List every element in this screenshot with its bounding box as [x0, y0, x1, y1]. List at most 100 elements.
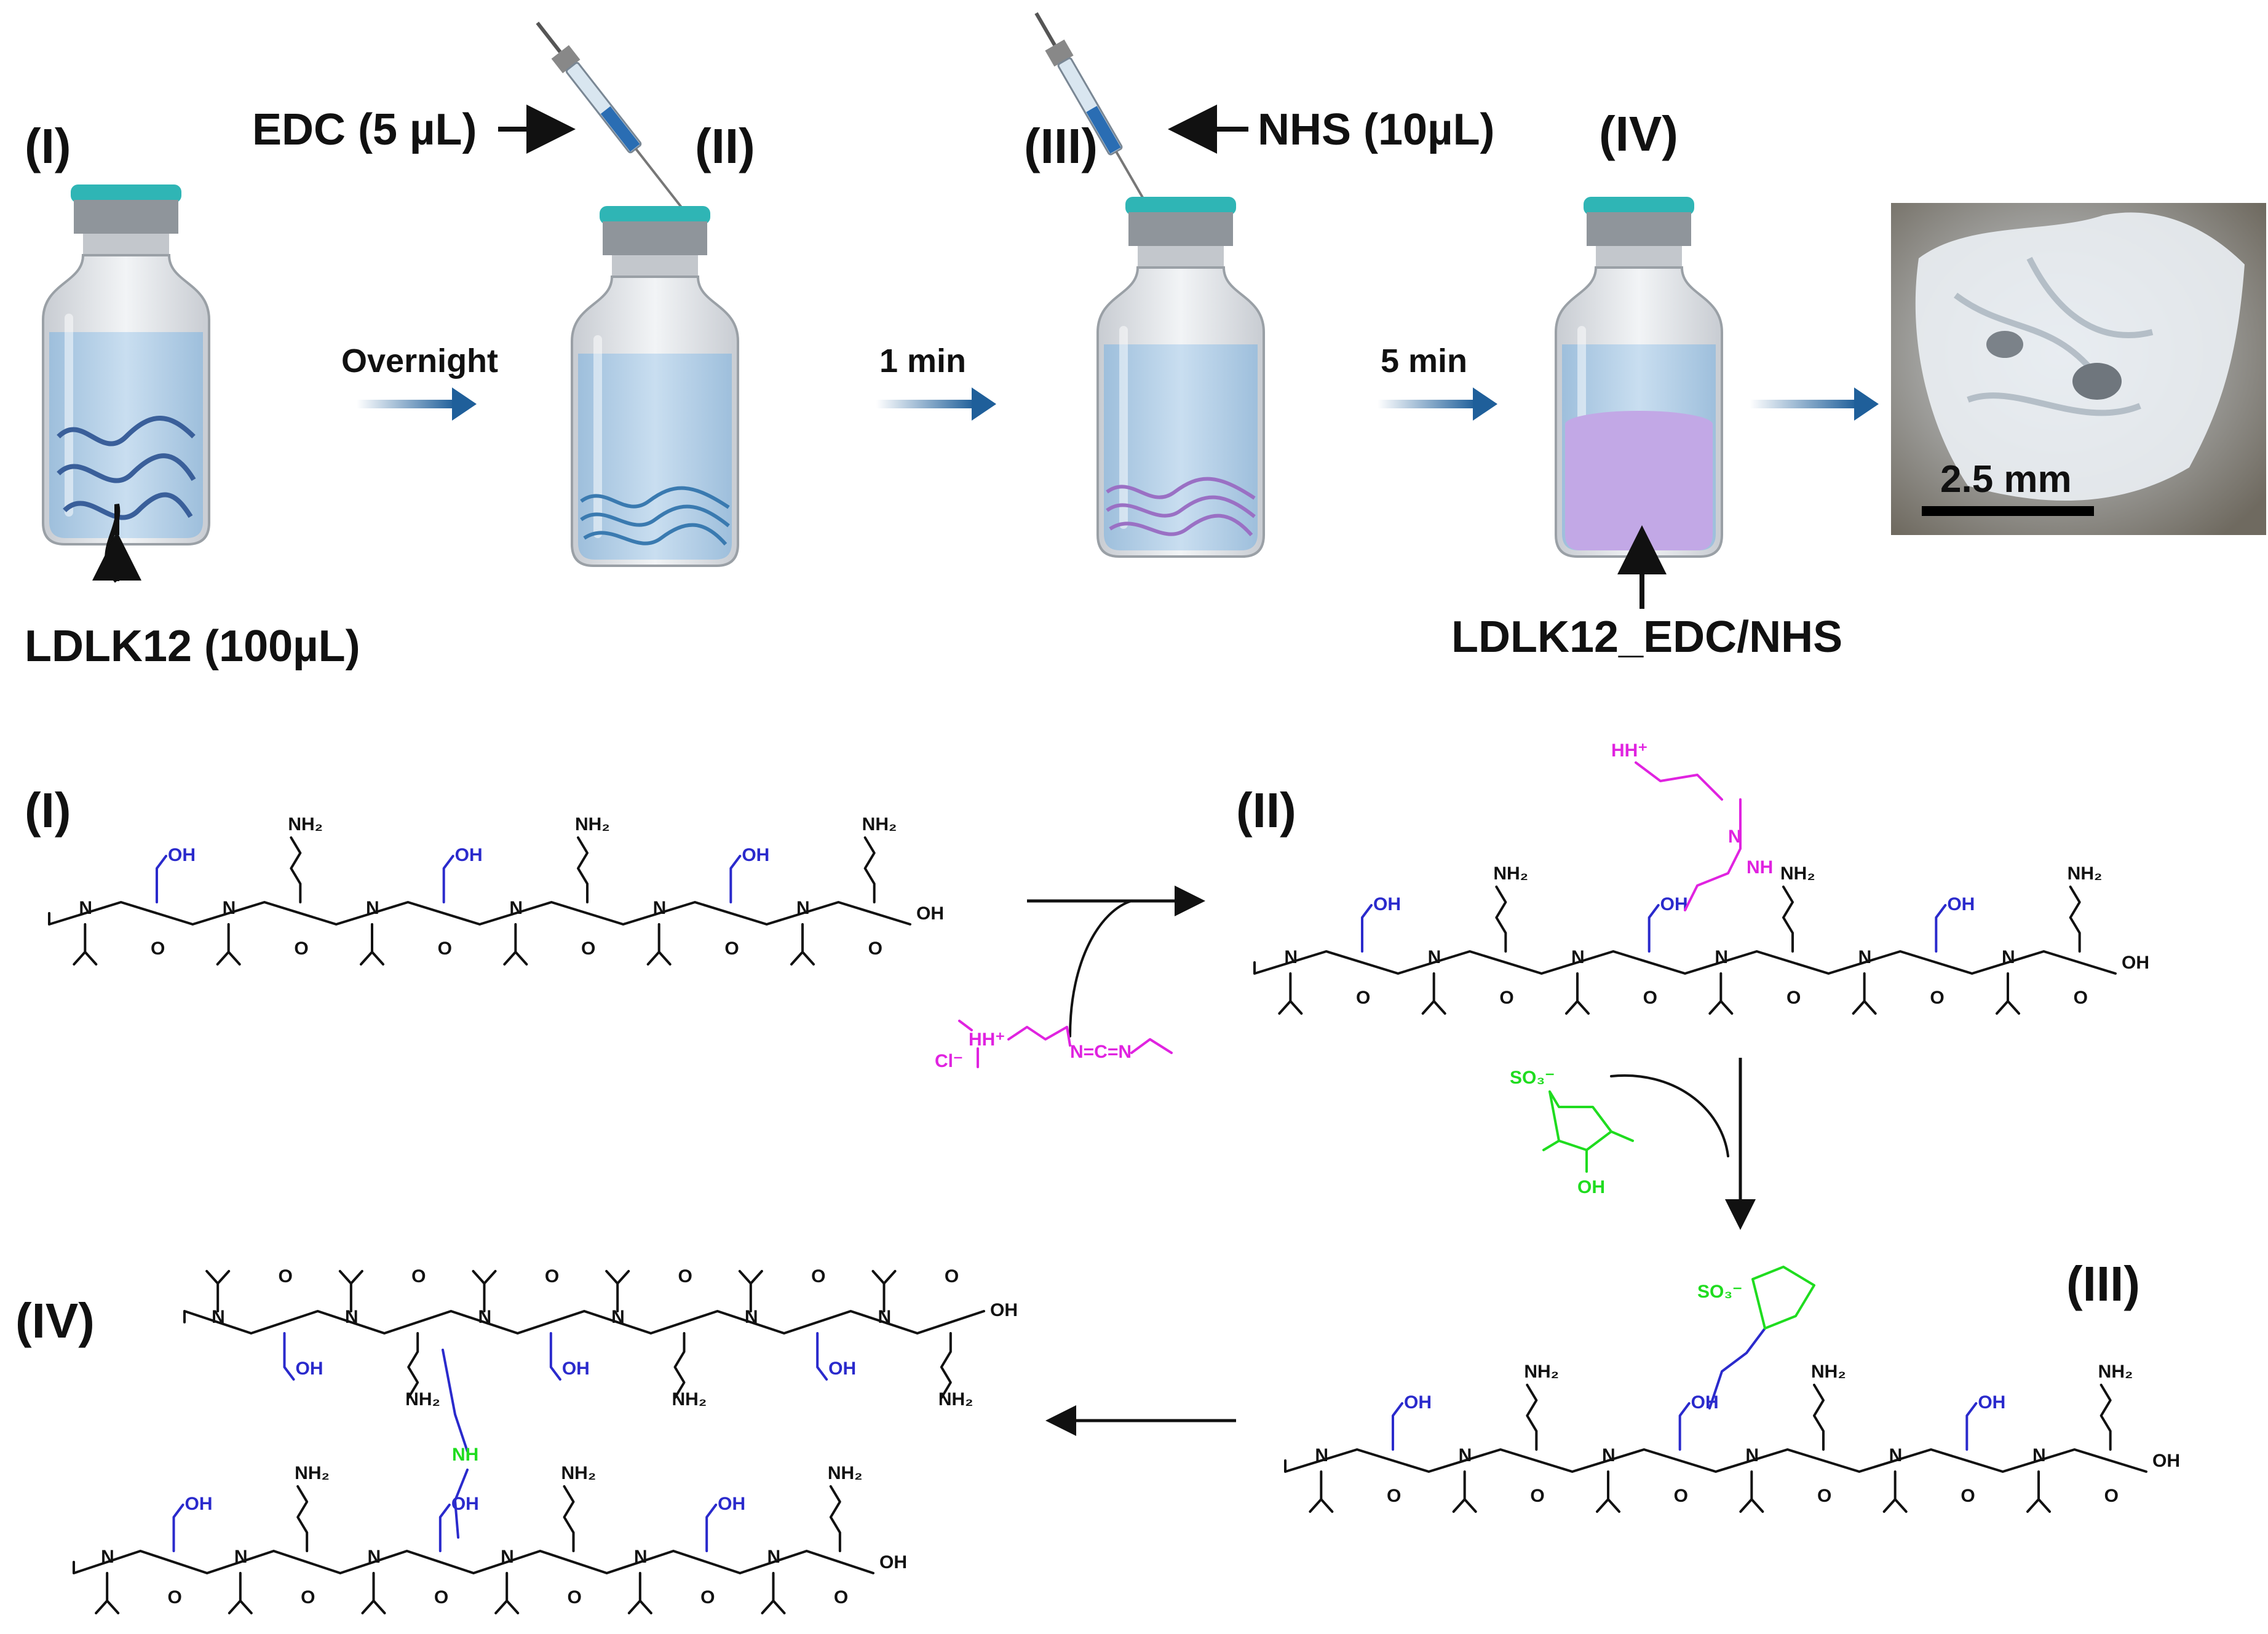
carbonyl-label: O	[1356, 988, 1370, 1008]
amine-label: NH₂	[288, 814, 323, 835]
vial-3	[1096, 196, 1265, 558]
amide-label: N	[653, 898, 667, 918]
carboxyl-label: OH	[562, 1358, 590, 1379]
bottom-panel: (I) (II) (III) (IV) NOHONNH₂ONOHONNH₂ONO…	[15, 740, 2180, 1614]
lysine-sidechain	[577, 836, 589, 903]
amide-label: N	[501, 1547, 514, 1567]
carbonyl-label: O	[1530, 1486, 1544, 1506]
leucine-sidechain	[503, 923, 528, 966]
leucine-sidechain	[646, 923, 672, 966]
carbonyl-label: O	[581, 938, 595, 959]
leucine-sidechain	[1278, 972, 1303, 1015]
amide-label: N	[878, 1307, 892, 1327]
scale-bar-label: 2.5 mm	[1940, 458, 2072, 501]
amide-label: N	[366, 898, 379, 918]
leucine-sidechain	[1596, 1470, 1620, 1513]
succinimide-ring	[1751, 1266, 1815, 1330]
aspartate-sidechain	[1965, 1402, 1978, 1451]
lysine-sidechain	[296, 1485, 309, 1552]
amine-label: NH₂	[1493, 863, 1528, 884]
amide-label: N	[345, 1307, 359, 1327]
carbonyl-label: O	[945, 1266, 959, 1287]
leucine-sidechain	[627, 1572, 652, 1614]
leucine-sidechain	[1565, 972, 1590, 1015]
carbonyl-label: O	[301, 1587, 315, 1608]
top-panel: (I) (II) (III) (IV) EDC (5 µL) NHS (10µL…	[25, 7, 2266, 671]
amide-label: N	[634, 1547, 648, 1567]
amine-label: NH₂	[672, 1389, 707, 1410]
aspartate-sidechain	[1935, 904, 1947, 953]
isourea-hh: HH⁺	[1611, 740, 1647, 761]
leucine-sidechain	[73, 923, 98, 966]
carbonyl-label: O	[438, 938, 452, 959]
edc-cl: Cl⁻	[935, 1051, 963, 1071]
vial-4	[1555, 196, 1723, 558]
leucine-sidechain	[2026, 1470, 2051, 1513]
carbonyl-label: O	[1387, 1486, 1401, 1506]
amide-label: N	[796, 898, 810, 918]
scheme-label-1: (I)	[25, 783, 71, 838]
amide-label: N	[1428, 947, 1441, 967]
leucine-sidechain	[1882, 1470, 1908, 1513]
edc-molecule: Cl⁻ HH⁺ N=C=N	[935, 1020, 1173, 1071]
lysine-sidechain	[1495, 886, 1507, 953]
leucine-sidechain	[338, 1270, 363, 1312]
amide-label: N	[1571, 947, 1585, 967]
leucine-sidechain	[1739, 1470, 1764, 1513]
lysine-sidechain	[673, 1332, 686, 1399]
aspartate-sidechain	[172, 1504, 184, 1552]
carboxyl-label: OH	[1978, 1392, 2005, 1413]
amide-label: N	[1715, 947, 1728, 967]
amide-label: N	[767, 1547, 781, 1567]
process-arrow	[1378, 387, 1497, 421]
crosslink-bond	[454, 1469, 469, 1539]
aspartate-sidechain	[438, 1504, 451, 1552]
amine-label: NH₂	[828, 1463, 863, 1483]
amide-label: N	[745, 1307, 758, 1327]
isourea-chain	[1635, 761, 1723, 801]
lysine-sidechain	[1813, 1384, 1825, 1451]
amide-label: N	[1284, 947, 1298, 967]
amide-label: N	[611, 1307, 625, 1327]
lysine-sidechain	[563, 1485, 575, 1552]
edc-hh: HH⁺	[969, 1029, 1005, 1050]
carbonyl-label: O	[1930, 988, 1944, 1008]
leucine-sidechain	[738, 1270, 763, 1312]
amine-label: NH₂	[1811, 1362, 1846, 1382]
nhs-ester	[1708, 1327, 1766, 1410]
amide-label: N	[368, 1547, 381, 1567]
carbonyl-label: O	[834, 1587, 848, 1608]
amine-label: NH₂	[561, 1463, 597, 1483]
amine-label: NH₂	[862, 814, 897, 835]
carboxyl-label: OH	[168, 845, 196, 865]
amine-label: NH₂	[575, 814, 610, 835]
amide-label: N	[234, 1547, 248, 1567]
leucine-sidechain	[1452, 1470, 1477, 1513]
leucine-sidechain	[761, 1572, 786, 1614]
leucine-sidechain	[1421, 972, 1446, 1015]
nhs-molecule: SO₃⁻ OH	[1510, 1068, 1634, 1197]
edc-carbodiimide: N=C=N	[1070, 1042, 1132, 1062]
leucine-sidechain	[1708, 972, 1734, 1015]
amine-label: NH₂	[405, 1389, 440, 1410]
leucine-sidechain	[472, 1270, 497, 1312]
carboxyl-label: OH	[718, 1494, 745, 1514]
leucine-sidechain	[494, 1572, 520, 1614]
lysine-sidechain	[290, 836, 302, 903]
lysine-sidechain	[2069, 886, 2081, 953]
backbone	[1253, 950, 2117, 975]
lysine-sidechain	[940, 1332, 952, 1399]
carbonyl-label: O	[294, 938, 308, 959]
amide-label: N	[1858, 947, 1872, 967]
process-arrow	[876, 387, 996, 421]
amide-label: N	[509, 898, 523, 918]
leucine-sidechain	[361, 1572, 386, 1614]
scheme-label-4: (IV)	[15, 1293, 95, 1348]
amine-label: NH₂	[2098, 1362, 2133, 1382]
backbone	[48, 901, 911, 926]
o-acylisourea	[1684, 798, 1742, 911]
